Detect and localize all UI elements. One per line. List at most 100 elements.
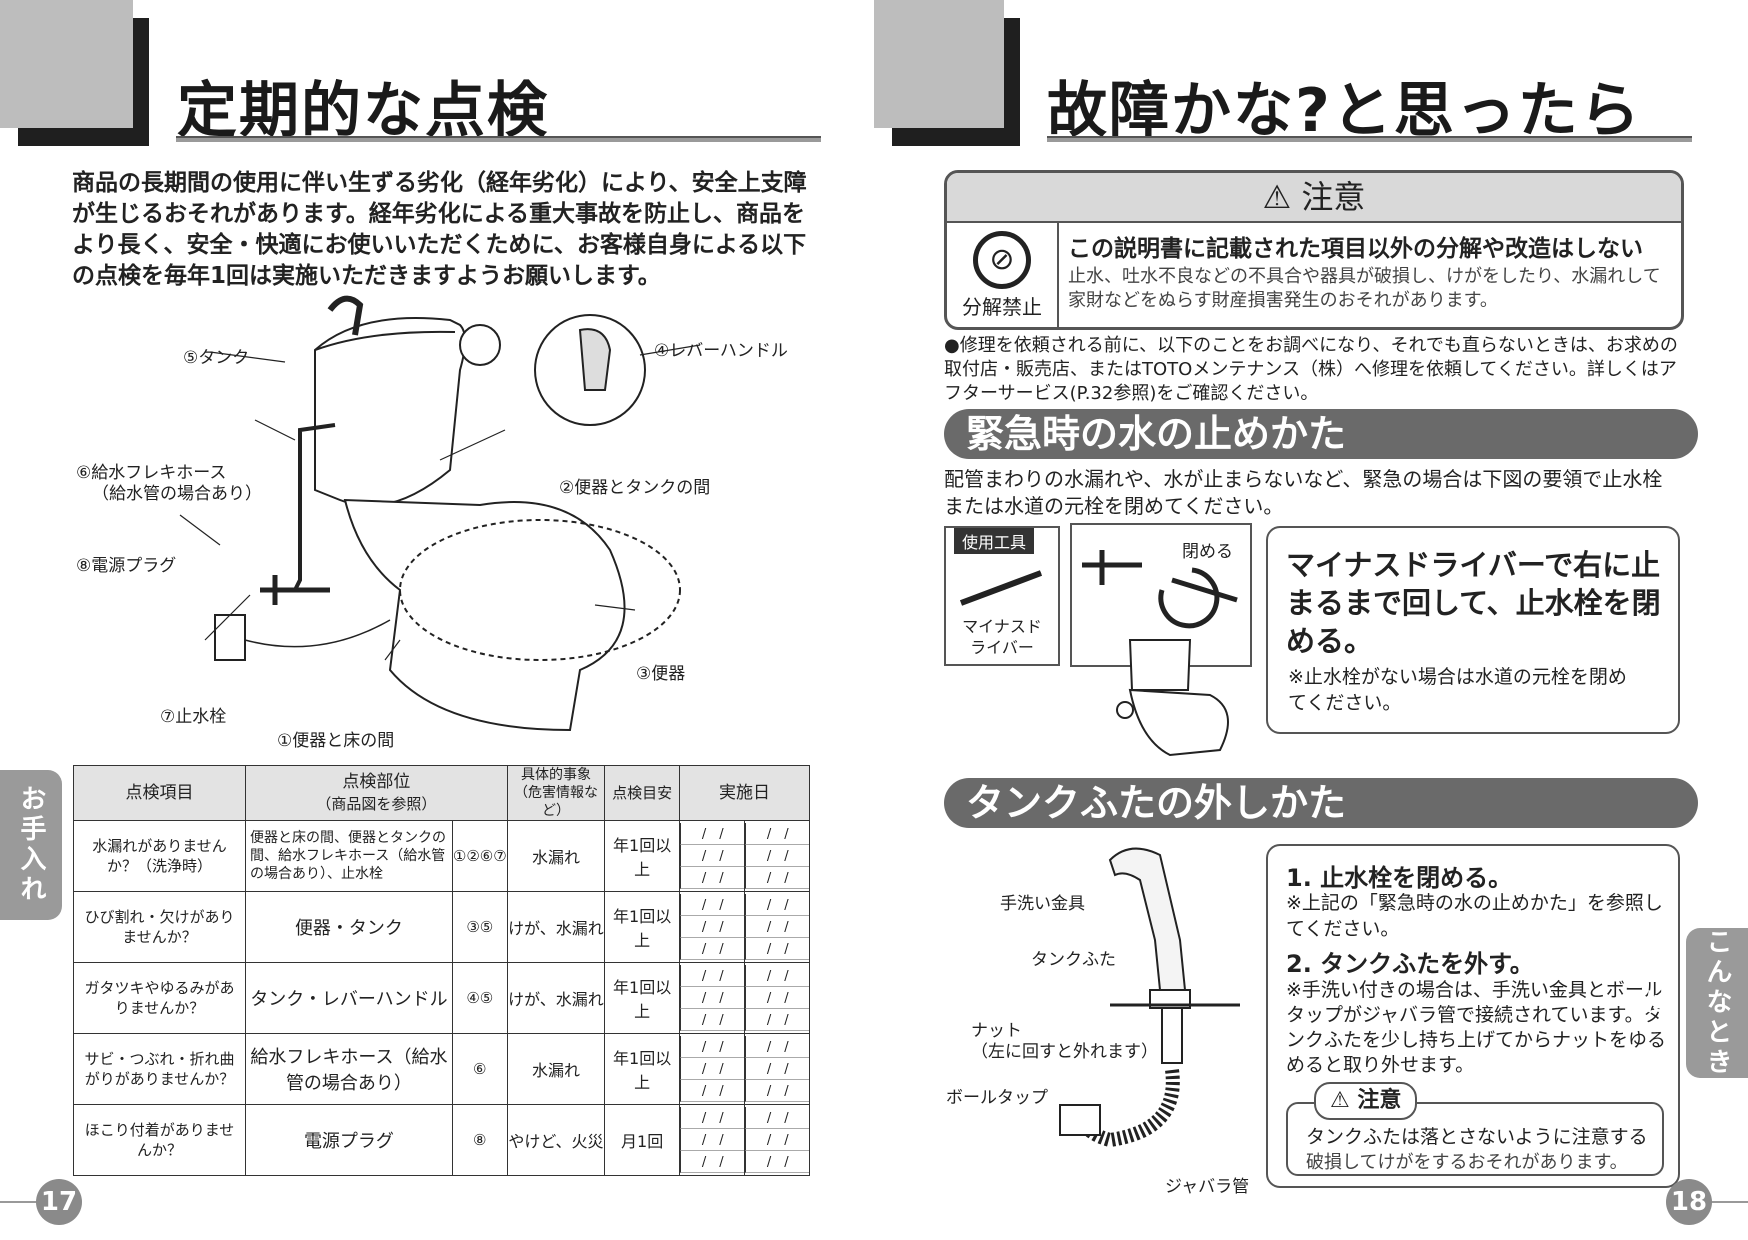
right-title-rule [1047,136,1692,142]
cell-date-a: / // // / [679,1104,746,1176]
left-page-title: 定期的な点検 [177,76,549,146]
step1: 1. 止水栓を閉める。 [1286,864,1513,892]
emergency-instruction: マイナスドライバーで右に止まるまで回して、止水栓を閉める。 [1286,548,1661,658]
warning-triangle-icon: ⚠ [1262,178,1292,216]
date-entry[interactable]: / / [745,1129,809,1151]
date-entry[interactable]: / / [745,1009,809,1031]
label-bowl: ③便器 [636,664,686,684]
date-entry[interactable]: / / [745,1036,809,1058]
right-footer-rule [1688,1201,1748,1203]
label-nut: ナット [971,1021,1022,1041]
date-entry[interactable]: / / [745,965,809,987]
inspection-table: 点検項目 点検部位 （商品図を参照） 具体的事象 （危害情報など） 点検目安 実… [73,765,810,1176]
cell-event: 水漏れ [506,820,606,892]
cell-nums: ③⑤ [451,891,508,963]
label-hose-note: （給水管の場合あり） [92,484,262,504]
left-page-number: 17 [36,1179,82,1225]
date-entry[interactable]: / / [680,916,745,938]
date-entry[interactable]: / / [680,823,745,845]
label-valve: ⑦止水栓 [160,707,227,727]
right-title-block-grey [874,0,1004,128]
toilet-illustration [179,295,701,732]
caution-heading: 注意 [1301,178,1366,216]
cell-part: 給水フレキホース（給水管の場合あり） [245,1033,453,1105]
no-disassembly-icon: ⊘ [973,231,1031,289]
date-entry[interactable]: / / [745,938,809,960]
date-entry[interactable]: / / [745,894,809,916]
date-entry[interactable]: / / [680,1036,745,1058]
date-entry[interactable]: / / [680,1129,745,1151]
caution-icon-cell: ⊘ 分解禁止 [947,223,1059,327]
cell-nums: ⑥ [451,1033,508,1105]
header-event-note: （危害情報など） [513,785,598,819]
cell-event: けが、水漏れ [506,962,606,1034]
date-entry[interactable]: / / [745,1151,809,1173]
date-entry[interactable]: / / [680,845,745,867]
caution-header: ⚠ 注意 [947,173,1681,223]
label-ball-tap: ボールタップ [946,1088,1048,1108]
repair-note: ●修理を依頼される前に、以下のことをお調べになり、それでも直らないときは、お求め… [944,335,1678,404]
tank-lid-heading: タンクふたの外しかた [944,778,1698,828]
cell-event: けが、水漏れ [506,891,606,963]
date-entry[interactable]: / / [745,916,809,938]
date-entry[interactable]: / / [680,1107,745,1129]
warning-triangle-icon: ⚠ [1330,1088,1350,1113]
date-entry[interactable]: / / [680,987,745,1009]
date-entry[interactable]: / / [680,1151,745,1173]
caution-box: ⚠ 注意 ⊘ 分解禁止 この説明書に記載された項目以外の分解や改造はしない 止水… [944,170,1684,330]
emergency-instruction-box: マイナスドライバーで右に止まるまで回して、止水栓を閉める。 ※止水栓がない場合は… [1266,526,1680,734]
cell-freq: 年1回以上 [604,1033,681,1105]
outlet [214,614,246,661]
date-entry[interactable]: / / [745,987,809,1009]
header-date: 実施日 [679,765,810,821]
date-entry[interactable]: / / [745,1080,809,1102]
date-entry[interactable]: / / [680,965,745,987]
cell-date-b: / // // / [744,820,810,892]
date-entry[interactable]: / / [745,1058,809,1080]
date-entry[interactable]: / / [680,1080,745,1102]
header-event-label: 具体的事象 [520,767,591,783]
date-entry[interactable]: / / [680,867,745,889]
date-entry[interactable]: / / [745,845,809,867]
lid-caution-main: タンクふたは落とさないように注意する [1306,1126,1648,1148]
date-entry[interactable]: / / [680,894,745,916]
emergency-note: ※止水栓がない場合は水道の元栓を閉めてください。 [1288,666,1627,714]
tool-label: 使用工具 [954,528,1035,554]
cell-part: タンク・レバーハンドル [245,962,453,1034]
cell-date-b: / // // / [744,1033,810,1105]
label-lever: ④レバーハンドル [654,341,788,361]
date-entry[interactable]: / / [745,1107,809,1129]
right-page-title: 故障かな?と思ったら [1047,76,1642,146]
header-part: 点検部位 （商品図を参照） [245,765,508,821]
cell-nums: ⑧ [451,1104,508,1176]
right-side-tab[interactable]: こんなときは [1640,928,1748,1078]
label-bowl-tank: ②便器とタンクの間 [559,478,711,498]
cell-date-a: / // // / [679,962,746,1034]
small-toilet-illustration [1116,639,1229,757]
cell-nums: ④⑤ [451,962,508,1034]
left-footer-rule [0,1201,60,1203]
date-entry[interactable]: / / [745,823,809,845]
cell-item: ガタツキやゆるみがありませんか？ [73,962,246,1034]
date-entry[interactable]: / / [680,938,745,960]
header-part-label: 点検部位 [342,772,411,792]
cell-item: 水漏れがありませんか？（洗浄時） [73,820,246,892]
label-hose: ⑥給水フレキホース [76,463,227,483]
lid-caution-heading: 注意 [1357,1088,1402,1113]
header-freq: 点検目安 [604,765,681,821]
date-entry[interactable]: / / [680,1058,745,1080]
left-title-block-grey [0,0,133,128]
cell-date-b: / // // / [744,1104,810,1176]
tool-box: 使用工具 マイナスドライバー [944,526,1060,666]
tank-lid-illustration [1059,847,1240,1148]
label-nut-note: （左に回すと外れます） [971,1042,1158,1062]
date-entry[interactable]: / / [680,1009,745,1031]
date-entry[interactable]: / / [745,867,809,889]
left-side-tab[interactable]: お手入れ [0,770,62,920]
left-intro-text: 商品の長期間の使用に伴い生ずる劣化（経年劣化）により、安全上支障が生じるおそれが… [72,170,807,289]
cell-part: 便器・タンク [245,891,453,963]
cell-event: 水漏れ [506,1033,606,1105]
cell-nums: ①②⑥⑦ [451,820,508,892]
